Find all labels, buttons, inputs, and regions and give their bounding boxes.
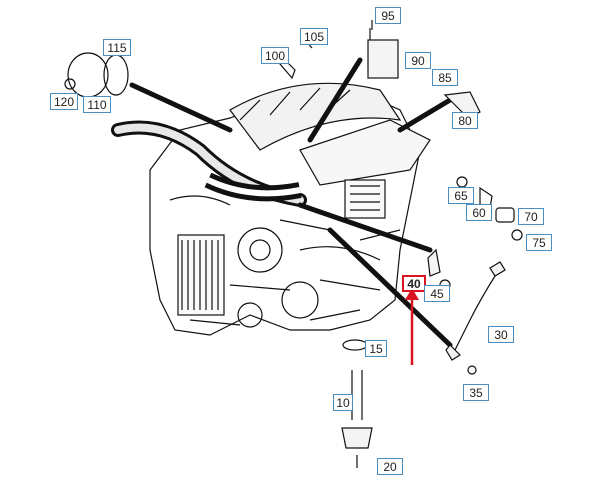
part-dipstick-10-15-20: [341, 339, 373, 468]
callout-80: 80: [452, 112, 478, 129]
part-gasket-115: [64, 52, 129, 98]
callout-105: 105: [300, 28, 328, 45]
callout-15: 15: [365, 340, 387, 357]
engine-assembly-illustration: [149, 82, 431, 336]
part-sensor-80-85: [443, 91, 481, 119]
part-bracket-70-75: [495, 207, 523, 241]
part-module-90: [367, 20, 399, 79]
callout-70: 70: [518, 208, 544, 225]
callout-65: 65: [448, 187, 474, 204]
callout-90: 90: [405, 52, 431, 69]
part-sensor-40-45: [427, 248, 451, 291]
callout-30: 30: [488, 326, 514, 343]
callout-115: 115: [103, 39, 131, 56]
callout-45: 45: [424, 285, 450, 302]
callout-110: 110: [83, 96, 111, 113]
callout-75: 75: [526, 234, 552, 251]
callout-60: 60: [466, 204, 492, 221]
hose-clamp-inner: [206, 177, 301, 197]
highlight-arrow-head: [405, 288, 419, 300]
callout-35: 35: [463, 384, 489, 401]
callout-95: 95: [375, 7, 401, 24]
callout-100: 100: [261, 47, 289, 64]
callout-120: 120: [50, 93, 78, 110]
part-sensor-cable-30: [445, 261, 506, 375]
leader-lines: [129, 57, 453, 348]
callout-40-highlighted: 40: [402, 275, 426, 292]
callout-20: 20: [377, 458, 403, 475]
callout-10: 10: [333, 394, 353, 411]
callout-85: 85: [432, 69, 458, 86]
